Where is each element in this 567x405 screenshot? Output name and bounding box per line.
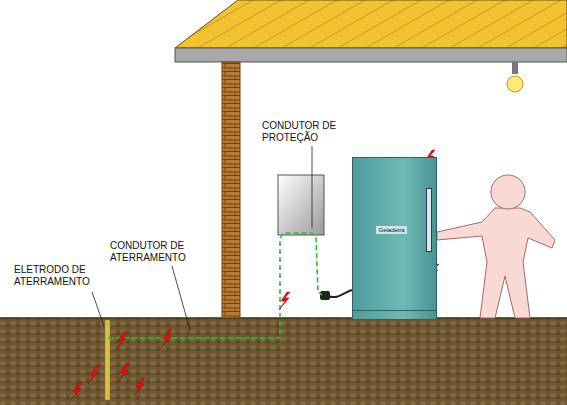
- shock-symbol: [279, 292, 290, 310]
- callout-label: CONDUTOR DE PROTEÇÃO: [262, 120, 344, 144]
- shock-symbol: [161, 330, 172, 348]
- shock-symbol: [71, 382, 82, 400]
- grounding-wire: [108, 233, 322, 338]
- person-head: [491, 175, 525, 209]
- refrigerator: Geladeira: [352, 157, 437, 320]
- fridge-handle: [426, 188, 432, 252]
- roof-beam: [175, 48, 567, 62]
- callout-label: CONDUTOR DE ATERRAMENTO: [110, 240, 192, 264]
- person: [437, 208, 555, 318]
- leader-line: [172, 266, 190, 330]
- lamp-socket: [512, 62, 518, 74]
- soil: [0, 318, 567, 405]
- appliance-name: Geladeira: [376, 226, 406, 234]
- leader-line: [92, 292, 104, 326]
- shock-symbol: [88, 366, 99, 384]
- distribution-panel: [278, 175, 324, 235]
- grounding-electrode: [105, 320, 110, 400]
- shock-symbol: [116, 332, 127, 350]
- roof: [175, 0, 567, 48]
- power-cable: [328, 290, 352, 297]
- shock-symbol: [118, 364, 129, 382]
- lamp-bulb: [507, 76, 523, 92]
- brick-column: [222, 62, 240, 318]
- shock-symbol: [134, 378, 145, 396]
- leader-line: [312, 146, 313, 228]
- callout-label: ELETRODO DE ATERRAMENTO: [14, 264, 96, 288]
- fridge-door-line: [353, 310, 436, 311]
